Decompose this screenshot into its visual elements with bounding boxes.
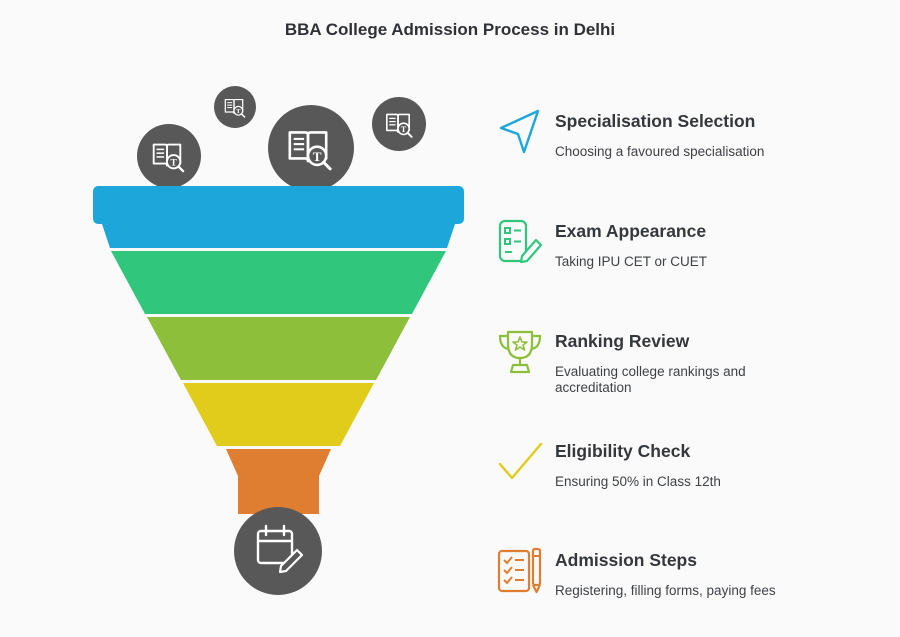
page-title: BBA College Admission Process in Delhi (284, 20, 616, 39)
step-heading: Admission Steps (555, 550, 697, 570)
book-search-icon (214, 86, 256, 128)
step-description: Ensuring 50% in Class 12th (555, 474, 721, 489)
step-heading: Specialisation Selection (555, 111, 756, 131)
funnel-diagram: T (93, 86, 464, 595)
step-heading: Eligibility Check (555, 441, 691, 461)
funnel-stage-2 (111, 251, 446, 314)
book-search-icon (372, 97, 426, 151)
book-search-icon (268, 105, 354, 191)
funnel-stage-1 (93, 186, 464, 224)
checkmark-icon (496, 438, 544, 486)
step-description: Registering, filling forms, paying fees (555, 583, 776, 598)
step-description: Taking IPU CET or CUET (555, 254, 708, 269)
step-eligibility-check: Eligibility Check Ensuring 50% in Class … (496, 438, 876, 528)
step-specialisation-selection: Specialisation Selection Choosing a favo… (496, 108, 876, 198)
funnel-stage-4 (183, 383, 374, 446)
funnel-stage-5 (226, 449, 331, 514)
funnel-stage-3 (147, 317, 410, 380)
step-heading: Ranking Review (555, 331, 690, 351)
step-admission-steps: Admission Steps Registering, filling for… (496, 547, 876, 637)
funnel-stage-1-lower (102, 224, 455, 248)
checklist-pen-icon (496, 547, 544, 595)
cursor-arrow-icon (496, 108, 544, 156)
trophy-icon (496, 328, 544, 376)
step-heading: Exam Appearance (555, 221, 707, 241)
step-ranking-review: Ranking Review Evaluating college rankin… (496, 328, 876, 418)
step-description: Evaluating college rankings and accredit… (555, 364, 746, 395)
step-description: Choosing a favoured specialisation (555, 144, 765, 159)
book-search-icon (137, 124, 201, 188)
step-exam-appearance: Exam Appearance Taking IPU CET or CUET (496, 218, 876, 308)
exam-sheet-pen-icon (496, 218, 544, 266)
calendar-edit-icon (234, 507, 322, 595)
